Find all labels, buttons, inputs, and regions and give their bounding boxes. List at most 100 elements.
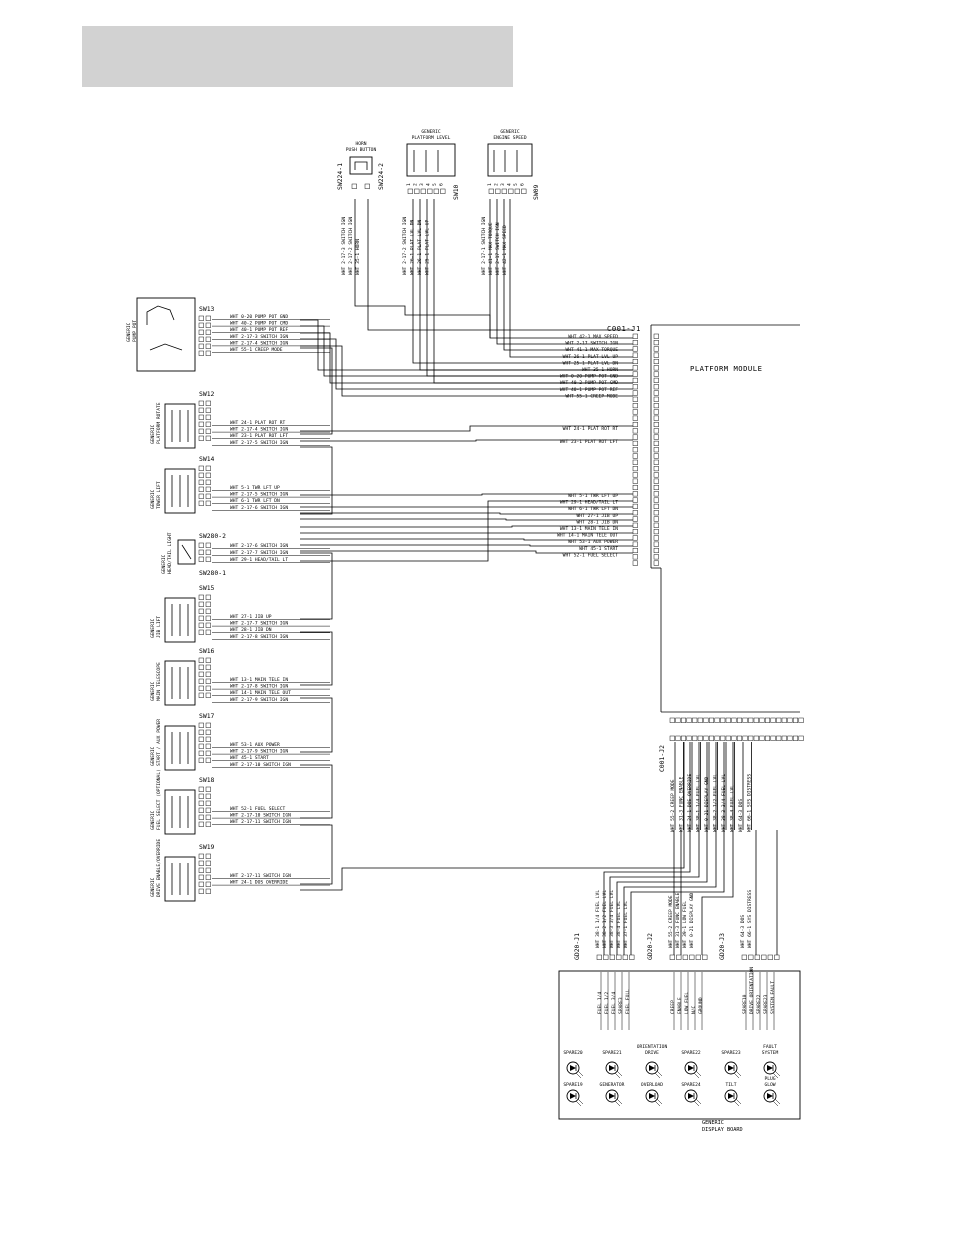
c001-j1-pin — [653, 440, 659, 446]
engine-speed-pin — [508, 188, 514, 194]
pump-pot-wire — [300, 325, 633, 377]
j1-wire-label: WHT 53-1 AUX POWER — [568, 539, 618, 545]
signal-wire — [300, 439, 633, 442]
engine-speed-title-1: GENERIC — [500, 129, 520, 135]
switch-pin — [198, 867, 204, 873]
c001-j1-pin — [653, 352, 659, 358]
c001-j1-pin — [632, 510, 638, 516]
horn-wire-label: WHT 35-1 HORN — [355, 239, 361, 275]
switch-pin — [205, 421, 211, 427]
horn-title-1: HORN — [355, 141, 366, 147]
indicator-led-ray — [774, 1070, 781, 1077]
gd20-j3-pin — [748, 954, 754, 960]
gd20-j2-pin-label: GROUND — [698, 997, 704, 1014]
switch-pin — [198, 685, 204, 691]
j1-wire-label: WHT 40-2 PUMP POT CMD — [560, 380, 618, 386]
c001-j2-pin — [714, 717, 720, 723]
switch-pin — [205, 407, 211, 413]
engine-speed-wire-label: WHT 42-1 MAX SPEED — [502, 225, 508, 275]
c001-j1-pin — [653, 421, 659, 428]
switch-wire-label: WHT 40-1 PUMP POT REF — [230, 327, 288, 333]
engine-speed-pin-number: 6 — [520, 183, 526, 186]
indicator-led-arrow — [767, 1093, 773, 1099]
switch-pin — [198, 594, 204, 600]
c001-j2-label: C001-J2 — [658, 745, 666, 772]
indicator-led-ray — [654, 1072, 661, 1079]
switch-wire-label: WHT 55-1 CREEP MODE — [230, 347, 283, 353]
c001-j1-pin — [632, 421, 638, 428]
sw09-label: SW09 — [532, 184, 540, 200]
switch-title-2: HEAD/TAIL LIGHT — [167, 532, 173, 574]
j1-wire-label: WHT 52-1 FUEL SELECT — [563, 552, 619, 558]
switch-pin — [205, 722, 211, 728]
switch-wire-label: WHT 2-17-9 SWITCH IGN — [230, 749, 288, 755]
c001-j1-pin — [632, 390, 638, 396]
led-label: SPARE19 — [563, 1082, 583, 1088]
switch-pin — [205, 750, 211, 756]
switch-pin — [198, 853, 204, 859]
indicator-led-ray — [733, 1100, 740, 1107]
c001-j1-pin — [632, 497, 638, 503]
c001-j1-pin — [653, 371, 659, 377]
c001-j2-pin — [697, 735, 703, 741]
c001-j1-pin — [653, 484, 659, 491]
j2-wire-label: WHT 38-1 1/4 FUEL LVL — [696, 774, 702, 832]
switch-wire-label: WHT 28-1 JIB DN — [230, 627, 272, 633]
c001-j2-pin — [787, 717, 793, 723]
switch-pin — [198, 664, 204, 670]
header-gray-banner — [82, 26, 513, 87]
switch-pin — [205, 428, 211, 434]
indicator-led-ray — [735, 1070, 742, 1077]
gd20-j1-pin-label: FUEL 1/2 — [604, 992, 610, 1014]
switch-title-1: GENERIC — [150, 877, 156, 897]
c001-j2-pin — [776, 717, 782, 723]
switch-pin — [205, 821, 211, 827]
c001-j2-pin — [686, 735, 692, 741]
j1-wire-label: WHT 25-1 PLAT LVL DN — [563, 360, 619, 366]
indicator-led-ray — [693, 1072, 700, 1079]
switch-pin — [198, 807, 204, 813]
switch-title-1: GENERIC — [150, 681, 156, 701]
c001-j2-pin — [736, 735, 743, 741]
switch-pin — [205, 493, 211, 499]
indicator-led-ray — [656, 1070, 663, 1077]
top-device-wire — [496, 199, 633, 345]
c001-j1-pin — [632, 453, 638, 459]
indicator-led-arrow — [649, 1093, 655, 1099]
switch-wire-label: WHT 40-2 PUMP POT CMD — [230, 321, 288, 327]
c001-j2-pin — [792, 735, 799, 741]
switch-pin — [198, 315, 204, 321]
switch-id-label: SW14 — [199, 455, 215, 463]
c001-j1-pin — [632, 434, 638, 440]
platform-level-pin — [420, 188, 426, 194]
c001-j1-pin — [653, 541, 659, 547]
c001-j1-pin — [653, 466, 659, 472]
fuel-wire — [623, 742, 717, 955]
platform-level-pin — [433, 188, 439, 194]
ign-chain-wire — [300, 631, 333, 686]
c001-j1-pin — [653, 472, 659, 478]
indicator-led-arrow — [609, 1093, 615, 1099]
switch-pin — [205, 549, 211, 555]
switch-title-1: GENERIC — [150, 810, 156, 830]
platform-level-pin — [427, 188, 433, 194]
switch-pin — [198, 472, 204, 478]
gd20-j3-pin — [741, 954, 747, 960]
c001-j2-pin — [720, 717, 726, 723]
c001-j1-pin — [653, 447, 659, 453]
switch-pin — [198, 860, 204, 866]
horn-wire-label: WHT 2-17-3 SWITCH IGN — [341, 217, 347, 275]
c001-j2-pin — [764, 717, 771, 723]
gd20-j3-pin-label: DRIVE ORIENTATION — [749, 967, 755, 1014]
switch-pin — [205, 465, 211, 471]
switch-pin — [198, 479, 204, 485]
display-board-title-2: DISPLAY BOARD — [702, 1127, 743, 1133]
engine-speed-symbol — [487, 143, 533, 177]
engine-speed-wire-label: WHT 2-17-1 SWITCH IGN — [481, 217, 487, 275]
c001-j2-pin — [764, 735, 771, 741]
j1-wire-label: WHT 28-1 JIB DN — [577, 519, 619, 525]
switch-wire-label: WHT 27-1 JIB UP — [230, 614, 272, 620]
gd20-j3-pin-label: SPARE23 — [763, 994, 769, 1014]
switch-pin — [205, 400, 211, 406]
gd20-j1-pin — [622, 954, 628, 960]
